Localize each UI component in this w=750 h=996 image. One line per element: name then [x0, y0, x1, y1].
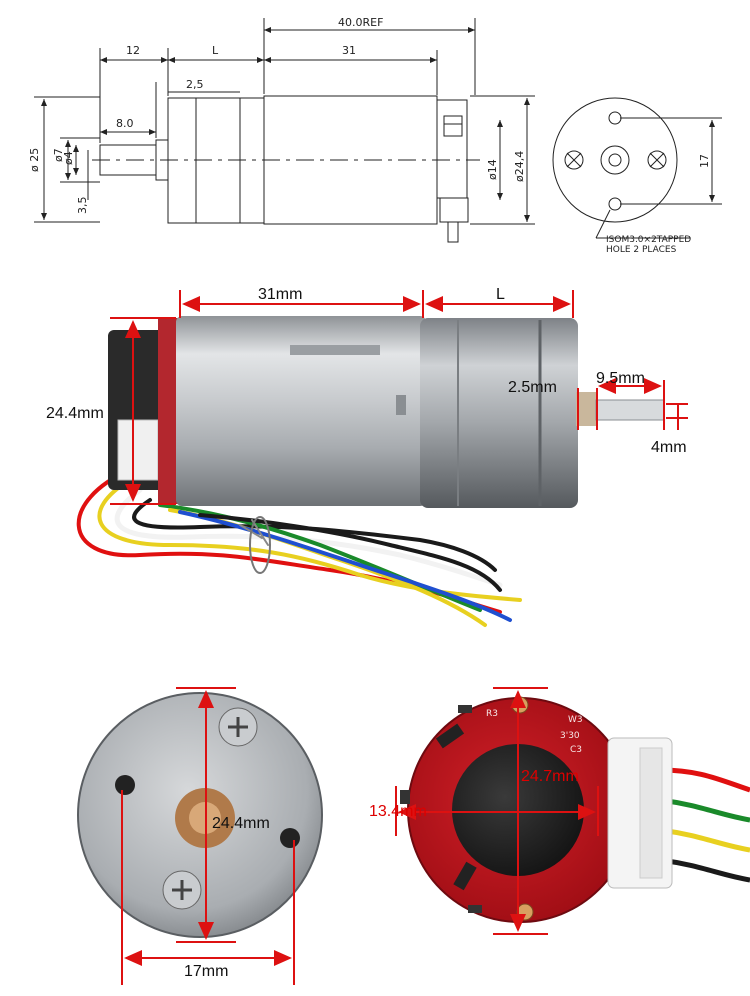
dim-phi25: ø 25: [28, 148, 41, 172]
dim-17: 17: [698, 154, 711, 168]
pcb-text-r3: R3: [486, 709, 498, 719]
dim-31: 31: [342, 44, 356, 57]
dim-3-5: 3,5: [76, 197, 89, 215]
gearbox-face-photo: 24.4mm 17mm: [77, 687, 323, 985]
label-9-5mm: 9.5mm: [596, 370, 645, 387]
label-24-4-side: 24.4mm: [46, 405, 104, 422]
shaft-collar: [576, 392, 596, 426]
dim-8-0: 8.0: [116, 117, 134, 130]
encoder-dimension-lines: [395, 687, 599, 935]
label-L: L: [496, 286, 505, 303]
dim-phi24-4: ø24,4: [513, 151, 526, 182]
dim-phi4: ø4: [62, 151, 75, 165]
side-dimension-lines: [110, 290, 688, 505]
label-31mm: 31mm: [258, 286, 302, 303]
pcb-text-w3: W3: [568, 715, 583, 725]
encoder-pcb-edge: [158, 318, 180, 504]
connector-white: [117, 419, 159, 481]
dim-phi7: ø7: [52, 148, 65, 162]
gearbox: [420, 318, 578, 508]
label-13-4mm: 13.4mm: [369, 803, 427, 820]
screw-top: [218, 707, 258, 747]
dim-phi14: ø14: [486, 159, 499, 180]
pcb-text-330: 3'30: [560, 731, 580, 741]
drawing-note-line1: ISOM3.0×2TAPPED: [606, 235, 691, 245]
drawing-labels: 40.0REF 12 L 31 2,5 8.0 ø 25 ø7 ø4 3,5 ø…: [28, 16, 711, 255]
face-dimension-lines: [121, 687, 295, 985]
pcb-text-c3: C3: [570, 745, 582, 755]
mount-hole-left: [115, 775, 135, 795]
label-24-4-face: 24.4mm: [212, 815, 270, 832]
dim-12: 12: [126, 44, 140, 57]
encoder-pcb-photo: R3 W3 3'30 C3 24.7mm 13.4mm: [369, 687, 750, 935]
drawing-end-view: [552, 97, 722, 239]
label-17mm: 17mm: [184, 963, 228, 980]
motor-can: [176, 316, 426, 506]
encoder-wires: [659, 767, 750, 883]
dim-L: L: [212, 44, 219, 57]
screw-bottom: [162, 870, 202, 910]
dim-2-5: 2,5: [186, 78, 204, 91]
label-2-5mm: 2.5mm: [508, 379, 557, 396]
output-shaft: [595, 399, 665, 421]
dim-40-ref: 40.0REF: [338, 16, 383, 29]
mount-hole-right: [280, 828, 300, 848]
label-4mm: 4mm: [651, 439, 687, 456]
wire-harness: [76, 468, 522, 627]
motor-side-photo: 31mm L 24.4mm 2.5mm 9.5mm 4mm: [46, 286, 688, 627]
label-24-7mm: 24.7mm: [521, 768, 579, 785]
technical-drawing: [34, 18, 722, 243]
drawing-note-line2: HOLE 2 PLACES: [606, 245, 677, 255]
